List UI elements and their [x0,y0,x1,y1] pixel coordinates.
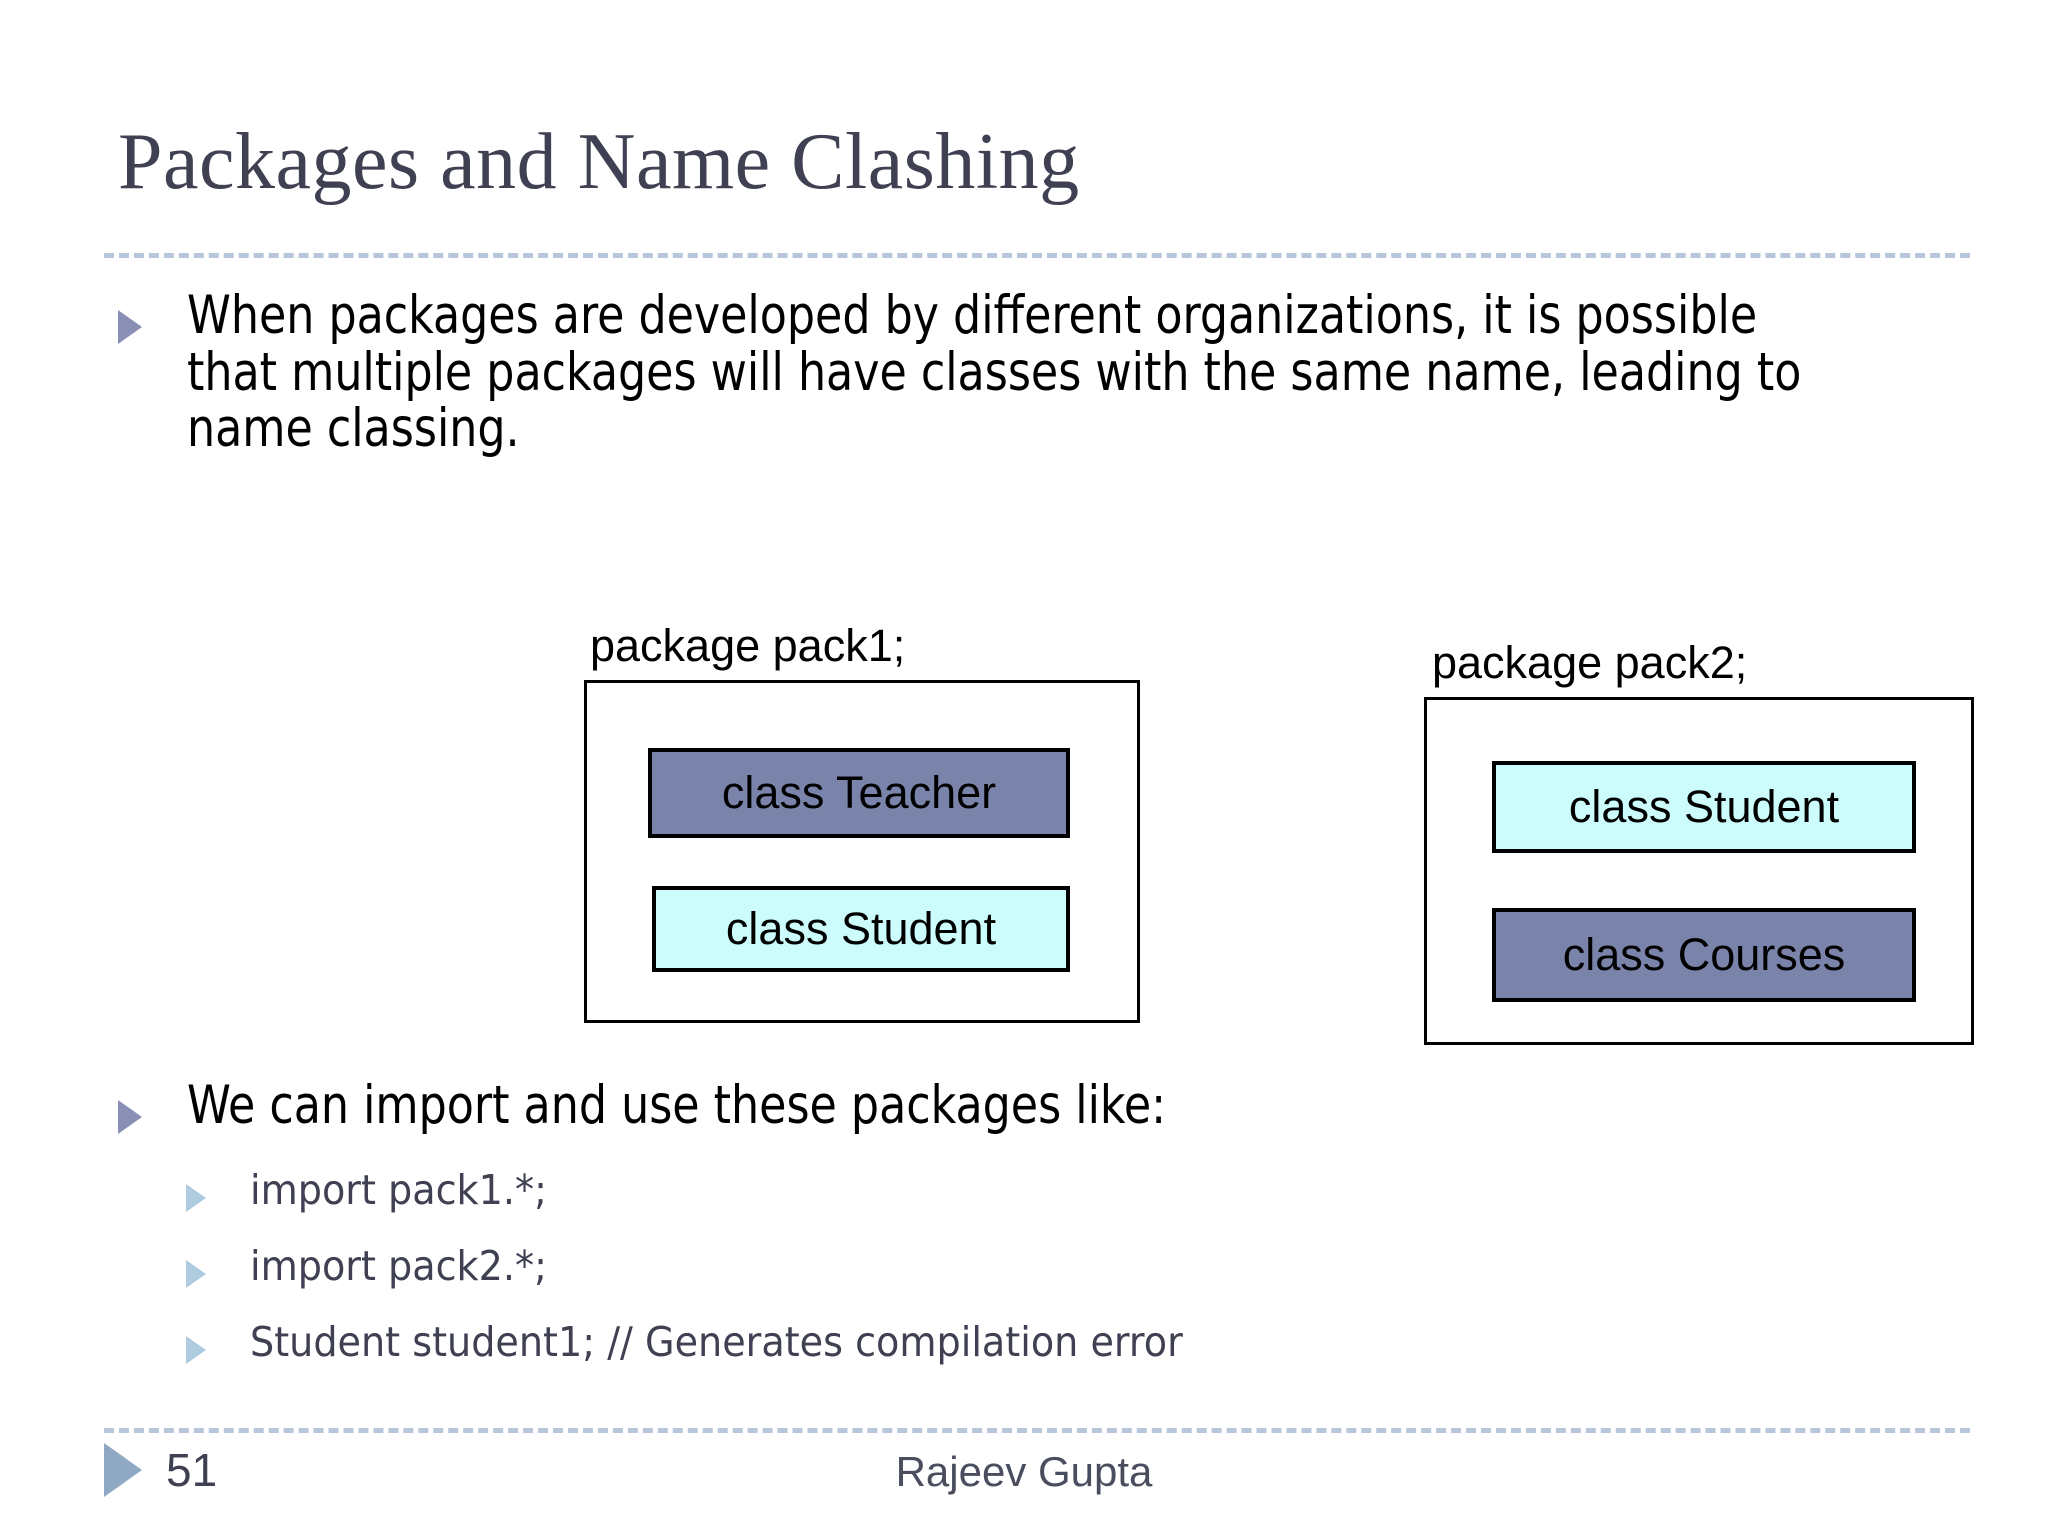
class-box-courses: class Courses [1492,908,1916,1002]
slide-number-group: 51 [104,1443,217,1497]
package-label-pack1: package pack1; [590,620,906,671]
bullet-item-2-label: We can import and use these packages lik… [187,1075,1167,1136]
triangle-right-icon [186,1336,206,1364]
triangle-right-icon [104,1443,142,1497]
triangle-right-icon [118,310,142,344]
slide-number: 51 [166,1444,218,1496]
triangle-right-icon [118,1100,142,1134]
sub-bullet-item-3-label: Student student1; // Generates compilati… [250,1318,1183,1366]
sub-bullet-item-3: Student student1; // Generates compilati… [186,1318,1686,1366]
package-label-pack2: package pack2; [1432,637,1748,688]
bullet-item-2: We can import and use these packages lik… [118,1075,1618,1136]
page-title: Packages and Name Clashing [118,118,1080,206]
class-box-teacher: class Teacher [648,748,1070,838]
class-box-student-pack1: class Student [652,886,1070,972]
sub-bullet-item-2-label: import pack2.*; [250,1242,547,1290]
class-box-student-pack2: class Student [1492,761,1916,853]
sub-bullet-item-1: import pack1.*; [186,1166,1586,1214]
sub-bullet-item-1-label: import pack1.*; [250,1166,547,1214]
sub-bullet-item-2: import pack2.*; [186,1242,1586,1290]
triangle-right-icon [186,1260,206,1288]
title-divider [104,253,1970,258]
footer-divider [104,1428,1970,1433]
footer-author: Rajeev Gupta [895,1448,1153,1495]
bullet-item-1: When packages are developed by different… [118,285,1938,460]
triangle-right-icon [186,1184,206,1212]
bullet-item-1-label: When packages are developed by different… [187,285,1802,460]
